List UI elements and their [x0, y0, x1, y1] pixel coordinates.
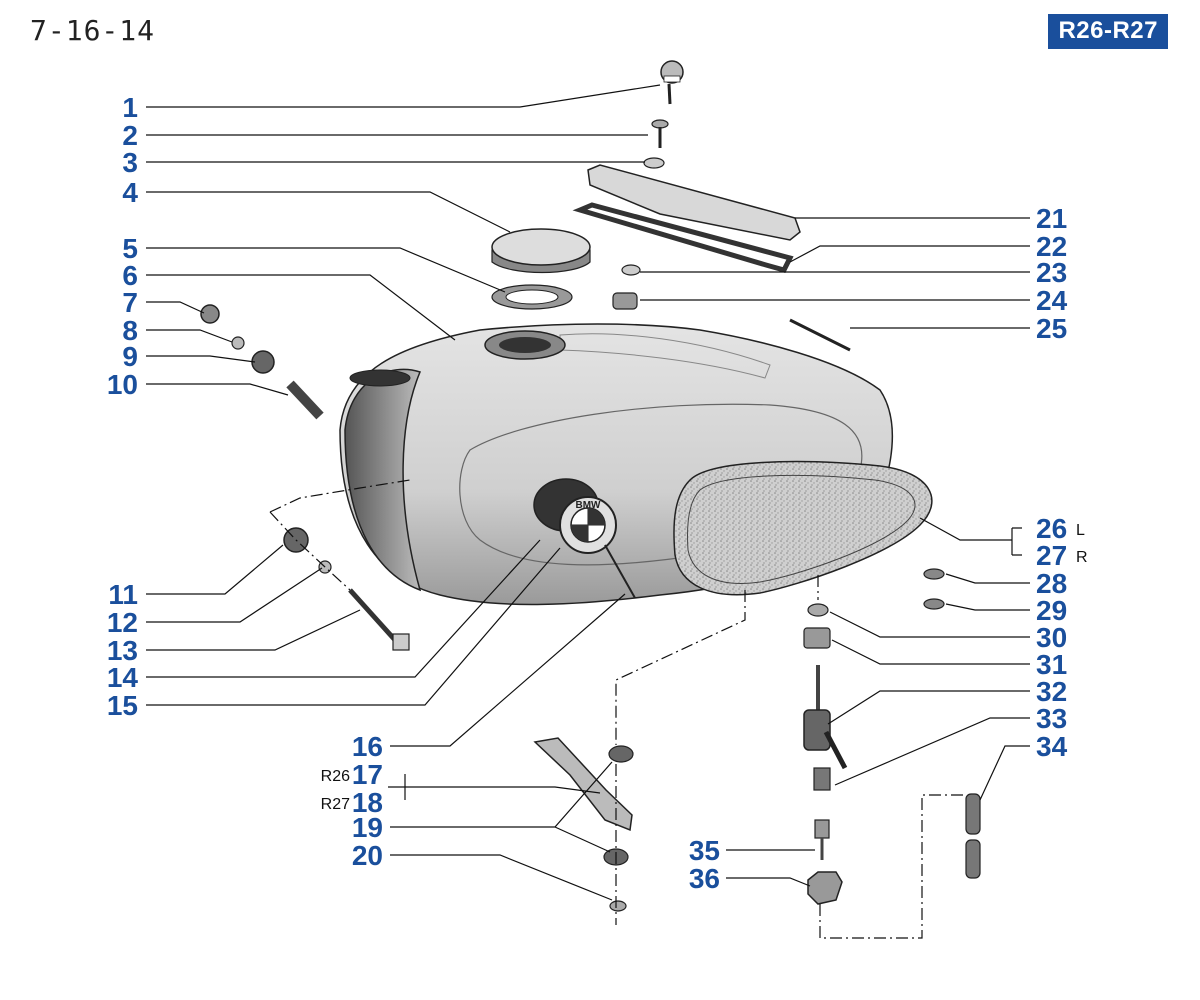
- callout-29: 29: [1036, 595, 1067, 626]
- callout-5: 5: [122, 233, 138, 264]
- callout-1: 1: [122, 92, 138, 123]
- knee-pad: [673, 460, 933, 596]
- callout-7: 7: [122, 287, 138, 318]
- qualifier-r27: R27: [321, 796, 350, 813]
- fuel-hose: [965, 793, 981, 879]
- tank-cap: [491, 228, 591, 274]
- washer-29: [923, 598, 945, 610]
- fuel-line-connector: [814, 819, 830, 860]
- emblem-text: BMW: [576, 500, 602, 511]
- tap-filter: [813, 767, 831, 791]
- leader-lines: [146, 84, 1030, 901]
- cap-nut: [200, 304, 220, 324]
- callout-numbers: 1 2 3 4 5 6 7 8 9 10 11 12 13 14 15 16 R…: [107, 92, 1088, 894]
- callout-20: 20: [352, 840, 383, 871]
- callout-30: 30: [1036, 622, 1067, 653]
- tap-washer: [807, 603, 829, 617]
- model-badge: R26-R27: [1048, 14, 1168, 49]
- tank-bracket: [533, 737, 633, 832]
- callout-17: 17: [352, 759, 383, 790]
- spacer-tube: [286, 380, 324, 420]
- fuel-tap: [803, 665, 848, 770]
- page-number: 7-16-14: [30, 14, 156, 47]
- hinge-bush: [612, 292, 638, 310]
- callout-18: 18: [352, 787, 383, 818]
- callout-27: 27: [1036, 540, 1067, 571]
- callout-34: 34: [1036, 731, 1068, 762]
- qualifier-r: R: [1076, 549, 1088, 566]
- callout-11: 11: [108, 579, 138, 610]
- callout-26: 26: [1036, 513, 1067, 544]
- callout-19: 19: [352, 812, 383, 843]
- callout-13: 13: [107, 635, 138, 666]
- cap-seal: [491, 284, 573, 310]
- washer-28: [923, 568, 945, 580]
- callout-32: 32: [1036, 676, 1067, 707]
- callout-3: 3: [122, 147, 138, 178]
- callout-28: 28: [1036, 568, 1067, 599]
- callout-31: 31: [1036, 649, 1067, 680]
- rubber-washer: [621, 264, 641, 276]
- bracket-washer: [609, 900, 627, 912]
- hex-nut: [807, 871, 843, 905]
- callout-6: 6: [122, 260, 138, 291]
- callout-23: 23: [1036, 257, 1067, 288]
- callout-15: 15: [107, 690, 138, 721]
- callout-25: 25: [1036, 313, 1067, 344]
- callout-2: 2: [122, 120, 138, 151]
- washer: [643, 157, 665, 169]
- qualifier-l: L: [1076, 522, 1085, 539]
- union-nut: [803, 627, 831, 649]
- hinge-pin: [789, 318, 851, 352]
- lock-cylinder: [651, 119, 669, 148]
- callout-33: 33: [1036, 703, 1067, 734]
- callout-4: 4: [122, 177, 138, 208]
- bracket-rubber-top: [608, 745, 634, 763]
- callout-9: 9: [122, 341, 138, 372]
- callout-35: 35: [689, 835, 720, 866]
- mounting-bolt: [348, 588, 410, 651]
- rubber-buffer-top: [251, 350, 275, 374]
- lid-gasket: [572, 202, 794, 273]
- callout-14: 14: [107, 662, 139, 693]
- filler-neck: [484, 330, 566, 360]
- emblem-screw: [604, 544, 636, 599]
- qualifier-r26: R26: [321, 768, 350, 785]
- toolbox-lid: [587, 164, 801, 241]
- callout-10: 10: [107, 369, 138, 400]
- callout-24: 24: [1036, 285, 1068, 316]
- callout-12: 12: [107, 607, 138, 638]
- callout-21: 21: [1036, 203, 1067, 234]
- callout-8: 8: [122, 315, 138, 346]
- callout-16: 16: [352, 731, 383, 762]
- callout-36: 36: [689, 863, 720, 894]
- bmw-emblem: BMW: [533, 478, 617, 554]
- spring-washer: [231, 336, 245, 350]
- callout-22: 22: [1036, 231, 1067, 262]
- ignition-key: [660, 60, 684, 105]
